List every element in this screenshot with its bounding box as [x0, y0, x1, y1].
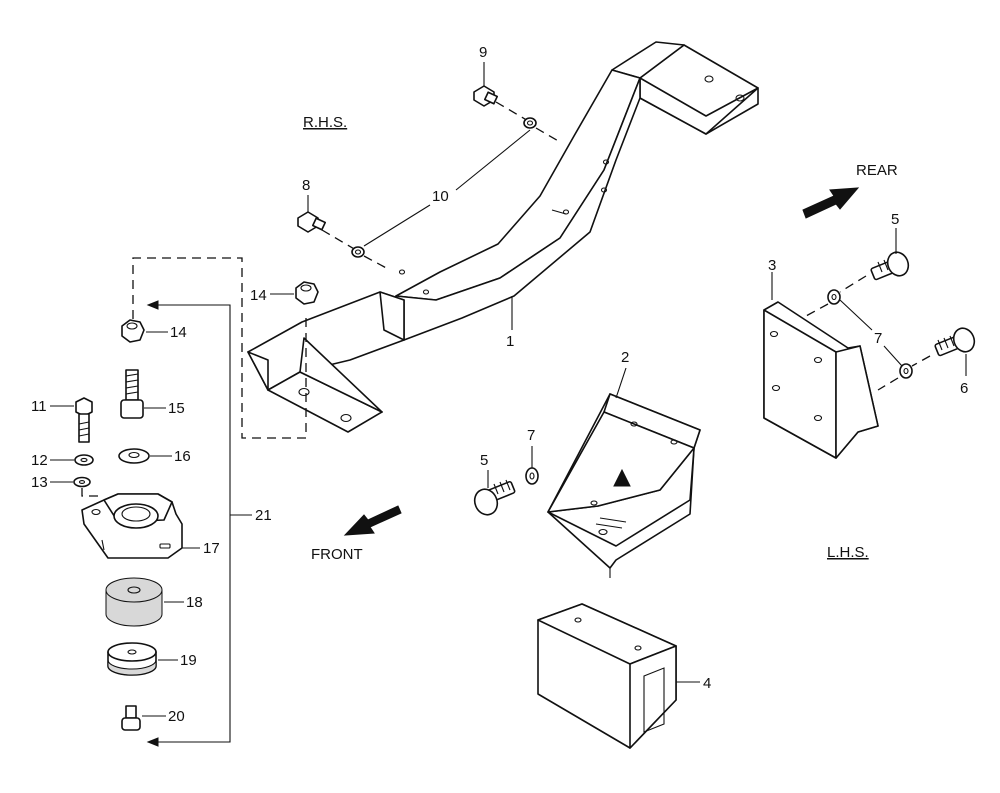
callout-21: 21	[255, 507, 272, 524]
callout-2: 2	[621, 349, 629, 366]
callout-7-upper: 7	[874, 330, 882, 347]
front-label: FRONT	[311, 546, 363, 563]
nut-14-lower	[121, 319, 145, 343]
bolt-8	[297, 195, 327, 233]
callout-15: 15	[168, 400, 185, 417]
bolt-5-upper	[870, 251, 910, 281]
bolt-11	[75, 397, 93, 443]
rubber-pad-19	[107, 642, 157, 676]
bolt-5-lower	[473, 479, 516, 516]
mount-housing-17	[81, 493, 183, 559]
callout-7-lower: 7	[527, 427, 535, 444]
main-bracket-arm	[247, 41, 759, 433]
bolt-9	[473, 62, 499, 107]
assembly-dash	[132, 257, 307, 439]
bolt-9-axis	[495, 101, 531, 123]
callout-11: 11	[31, 398, 47, 415]
callout-4: 4	[703, 675, 711, 692]
bolt-6	[934, 327, 976, 357]
washer-16	[118, 448, 150, 464]
rear-arrow	[802, 187, 860, 219]
front-arrow	[343, 505, 402, 536]
callout-6: 6	[960, 380, 968, 397]
rubber-block-4	[537, 603, 677, 749]
callout-10: 10	[432, 188, 449, 205]
callout-13: 13	[31, 474, 48, 491]
nut-14-upper	[295, 281, 319, 305]
callout-3: 3	[768, 257, 776, 274]
stud-15	[120, 369, 144, 419]
lhs-label: L.H.S.	[827, 544, 869, 561]
rhs-label: R.H.S.	[303, 114, 347, 131]
rubber-pad-18	[105, 577, 163, 627]
callout-16: 16	[174, 448, 191, 465]
rear-label: REAR	[856, 162, 898, 179]
callout-8: 8	[302, 177, 310, 194]
group-21-bracket	[150, 304, 231, 743]
washer-12	[74, 454, 94, 466]
stud-20	[121, 705, 141, 731]
gusset-bracket-2	[547, 393, 701, 578]
washer-7-lower	[525, 467, 539, 485]
callout-12: 12	[31, 452, 48, 469]
callout-5-upper: 5	[891, 211, 899, 228]
callout-14-upper: 14	[250, 287, 267, 304]
callout-14-lower: 14	[170, 324, 187, 341]
washer-13	[73, 476, 91, 488]
callout-18: 18	[186, 594, 203, 611]
washer-7-upper-b	[899, 363, 913, 379]
washer-10a	[523, 117, 537, 129]
callout-17: 17	[203, 540, 220, 557]
washer-7-upper-a	[827, 289, 841, 305]
side-plate-3	[763, 301, 879, 459]
washer-10b	[351, 246, 365, 258]
callout-5-lower: 5	[480, 452, 488, 469]
callout-19: 19	[180, 652, 197, 669]
callout-20: 20	[168, 708, 185, 725]
callout-1: 1	[506, 333, 514, 350]
callout-9: 9	[479, 44, 487, 61]
